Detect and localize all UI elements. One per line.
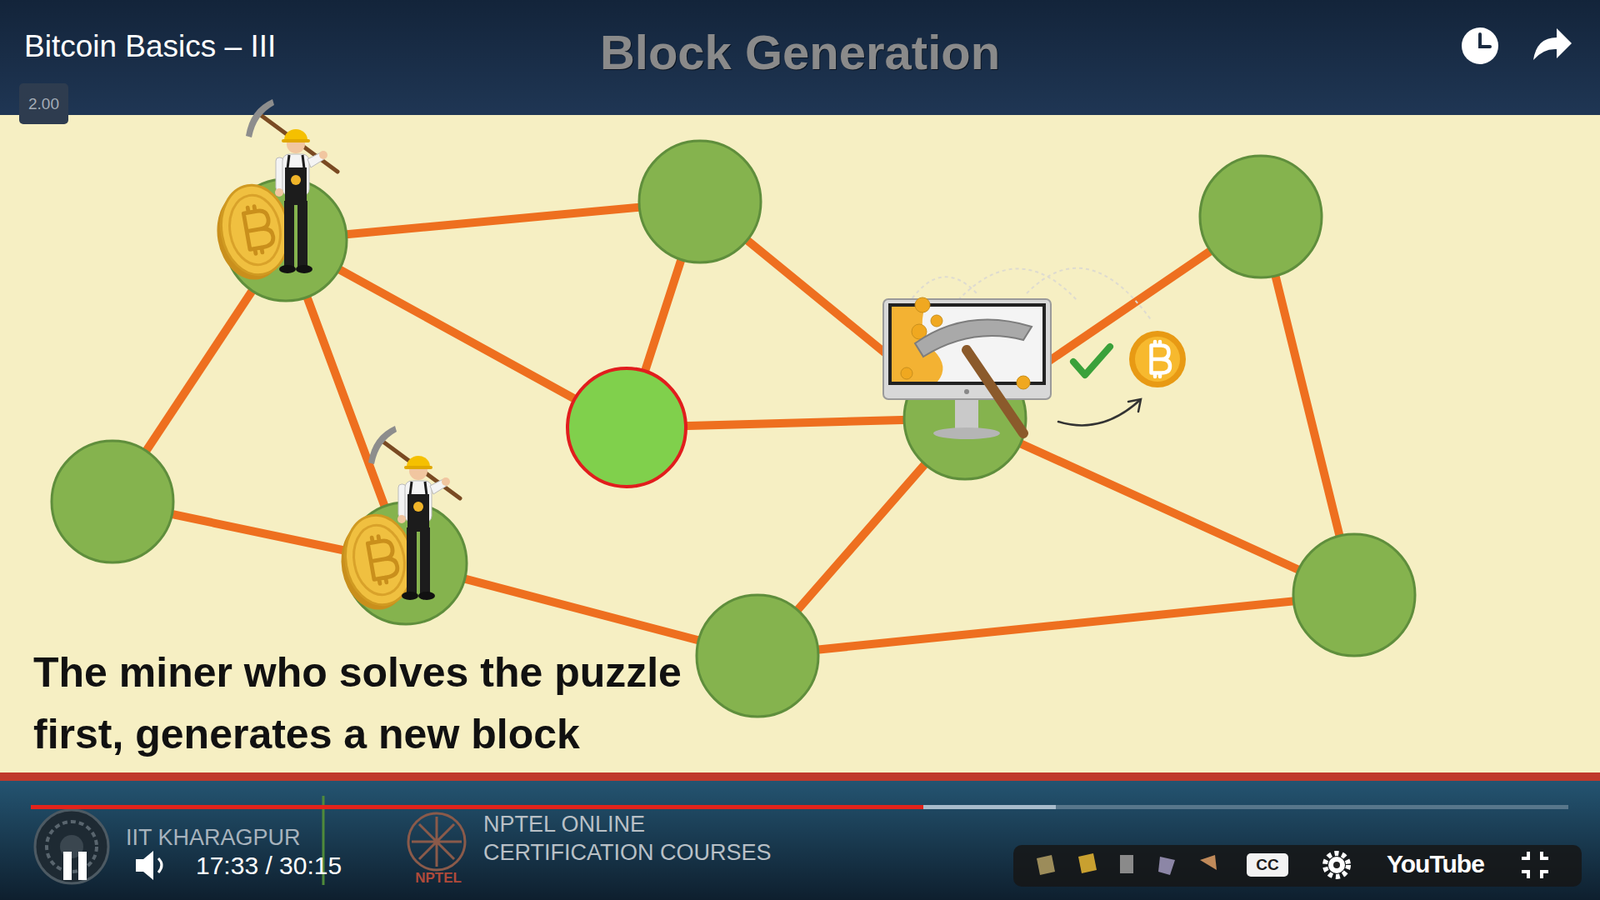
- mining-computer: [930, 315, 943, 327]
- toolbar-strip: [1013, 845, 1582, 887]
- volume-icon: [135, 850, 162, 880]
- bitcoin-coin: [1129, 330, 1186, 388]
- speed-badge-box: 2.00: [19, 83, 69, 125]
- iit-logo: [35, 810, 109, 884]
- video-title: Bitcoin Basics – III: [24, 28, 541, 65]
- network-links: [965, 418, 1355, 595]
- mining-computer: [891, 306, 1043, 382]
- bottom-bar: [0, 780, 1600, 900]
- settings-gear: [1328, 856, 1345, 874]
- time-display: 17:33 / 30:15: [195, 851, 413, 880]
- slide-caption-box: The miner who solves the puzzle first, g…: [33, 641, 700, 765]
- mining-computer: [964, 389, 970, 395]
- mining-computer: [955, 398, 979, 430]
- reward-arrow: [1128, 399, 1141, 412]
- toolbar-icons: [1120, 855, 1134, 874]
- institute-name: IIT KHARAGPUR: [125, 825, 376, 850]
- mining-computer: [888, 303, 1046, 385]
- miner-figure: [368, 425, 460, 600]
- reward-arrow: [1058, 400, 1140, 425]
- mining-computer: [900, 367, 913, 380]
- player-brand: YouTube: [1386, 848, 1512, 880]
- network-nodes: [1293, 534, 1415, 656]
- nptel-logo: [408, 813, 465, 870]
- toolbar-icons: [1200, 855, 1217, 870]
- check-mark: [1073, 346, 1110, 375]
- bitcoin-coin: [1135, 336, 1180, 382]
- bitcoin-coin: [1129, 330, 1186, 388]
- speed-badge: 2.00: [28, 95, 60, 114]
- slide-rule: [0, 772, 1600, 781]
- settings-gear: [1333, 861, 1340, 869]
- miner-figure: [368, 425, 460, 600]
- watch-later-icon: [1461, 27, 1499, 65]
- mining-computer: [915, 320, 1032, 357]
- network-nodes: [1200, 155, 1322, 278]
- toolbar-icons: [1036, 855, 1055, 875]
- share-icon: [1533, 28, 1572, 60]
- watch-later-icon: [1480, 34, 1490, 47]
- nptel-logo: [411, 816, 462, 867]
- nptel-logo: [408, 813, 465, 870]
- progress-bar: [30, 805, 1569, 810]
- mining-computer: [966, 350, 1024, 434]
- volume-icon: [158, 858, 162, 873]
- mining-computer: [915, 297, 930, 313]
- pause-icon: [78, 851, 87, 880]
- slide-caption: The miner who solves the puzzle first, g…: [33, 641, 700, 765]
- watch-later-icon: [1461, 27, 1499, 65]
- bitcoin-coin: [1151, 341, 1171, 377]
- miner-figure: [245, 99, 338, 274]
- toolbar-icons: [1158, 856, 1175, 875]
- logo-text: NPTEL: [405, 870, 472, 887]
- network-nodes: [639, 140, 761, 263]
- top-bar: [0, 0, 1600, 115]
- network-nodes: [696, 595, 819, 717]
- network-nodes: [51, 140, 1415, 717]
- mining-computer: [1016, 375, 1030, 390]
- slide-ground: [0, 115, 1600, 773]
- settings-gear: [1325, 853, 1349, 877]
- logo-text-box: NPTEL: [405, 870, 472, 887]
- captions-button-box: CC: [1246, 853, 1289, 877]
- captions-button: CC: [1255, 855, 1279, 875]
- video-title-box: Bitcoin Basics – III: [24, 28, 541, 65]
- institute-name-box: IIT KHARAGPUR: [125, 825, 376, 850]
- iit-logo: [35, 810, 109, 884]
- course-banner-box: NPTEL ONLINE CERTIFICATION COURSES: [483, 810, 792, 867]
- mining-computer: [933, 427, 1000, 440]
- progress-bar: [30, 805, 1569, 810]
- toolbar-icons: [1036, 853, 1217, 875]
- settings-gear: [1325, 853, 1349, 877]
- reward-arrow: [1058, 399, 1141, 425]
- network-links: [285, 201, 700, 240]
- pause-icon: [63, 851, 72, 880]
- player-brand-box: YouTube: [1386, 848, 1512, 880]
- highlighted-node: [567, 368, 686, 487]
- network-nodes: [51, 440, 174, 563]
- toolbar-icons: [1078, 853, 1097, 874]
- network-links: [757, 595, 1355, 656]
- pause-icon: [63, 851, 87, 880]
- progress-bar: [30, 805, 924, 810]
- mining-computer: [883, 268, 1152, 440]
- progress-bar: [30, 805, 1056, 810]
- exit-fullscreen-icon: [1521, 851, 1549, 879]
- mining-computer: [958, 269, 1077, 301]
- miner-figure: [245, 99, 338, 274]
- course-banner: NPTEL ONLINE CERTIFICATION COURSES: [483, 810, 792, 867]
- time-display-box: 17:33 / 30:15: [195, 851, 413, 880]
- volume-icon: [135, 850, 154, 880]
